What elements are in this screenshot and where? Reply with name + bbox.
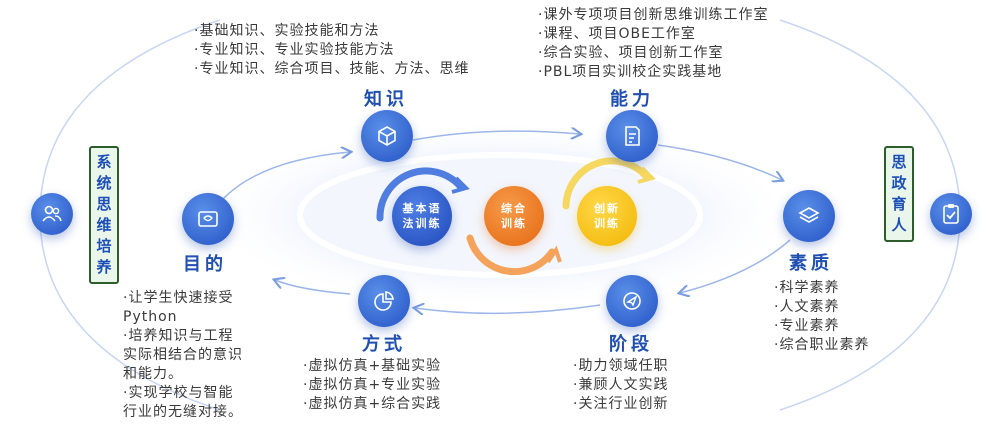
quality-items: ·科学素养 ·人文素养 ·专业素养 ·综合职业素养 xyxy=(774,280,870,353)
purpose-items: ·让学生快速接受 Python ·培养知识与工程 实际相结合的意识 和能力。 ·… xyxy=(123,290,243,420)
layers-icon xyxy=(783,190,835,242)
ability-title: 能力 xyxy=(610,89,654,110)
ability-items: ·课外专项项目创新思维训练工作室 ·课程、项目OBE工作室 ·综合实验、项目创新… xyxy=(538,7,769,80)
people-icon xyxy=(31,193,73,235)
paper-plane-icon xyxy=(606,275,658,327)
comprehensive-training-line2: 训练 xyxy=(501,217,527,230)
orbit-bottom-left xyxy=(275,280,351,295)
basic-training-line2: 法训练 xyxy=(402,217,442,230)
orbit-bottom-mid xyxy=(415,305,601,313)
edit-document-icon xyxy=(606,110,658,162)
cube-icon xyxy=(361,110,413,162)
ring-blue xyxy=(376,167,464,222)
comprehensive-training-line1: 综合 xyxy=(501,202,527,215)
knowledge-items: ·基础知识、实验技能和方法 ·专业知识、专业实验技能方法 ·专业知识、综合项目、… xyxy=(194,23,470,77)
stage-title: 阶段 xyxy=(609,334,653,355)
orbit-top-left xyxy=(221,152,350,201)
method-items: ·虚拟仿真+基础实验 ·虚拟仿真+专业实验 ·虚拟仿真+综合实践 xyxy=(303,358,442,412)
ring-orange xyxy=(466,234,556,276)
purpose-title: 目的 xyxy=(183,254,227,275)
basic-training-line1: 基本语 xyxy=(402,202,442,215)
image-frame-icon xyxy=(182,193,234,245)
innovation-training-circle: 创新 训练 xyxy=(577,186,637,246)
clipboard-check-icon xyxy=(930,193,972,235)
ring-yellow xyxy=(562,157,650,210)
comprehensive-training-circle: 综合 训练 xyxy=(484,186,544,246)
knowledge-title: 知识 xyxy=(364,89,408,110)
orbit-top-mid xyxy=(412,131,580,141)
stage-items: ·助力领域任职 ·兼顾人文实践 ·关注行业创新 xyxy=(573,358,669,412)
quality-title: 素质 xyxy=(789,253,833,274)
orbit-top-right xyxy=(657,144,782,180)
orbit-bottom-right xyxy=(680,239,791,293)
side-label-left: 系统思 维培养 xyxy=(89,146,119,284)
basic-training-circle: 基本语 法训练 xyxy=(392,186,452,246)
innovation-training-line2: 训练 xyxy=(594,217,620,230)
innovation-training-line1: 创新 xyxy=(594,202,620,215)
side-label-right: 思政 育人 xyxy=(884,146,914,242)
method-title: 方式 xyxy=(362,334,406,355)
pie-chart-icon xyxy=(358,275,410,327)
